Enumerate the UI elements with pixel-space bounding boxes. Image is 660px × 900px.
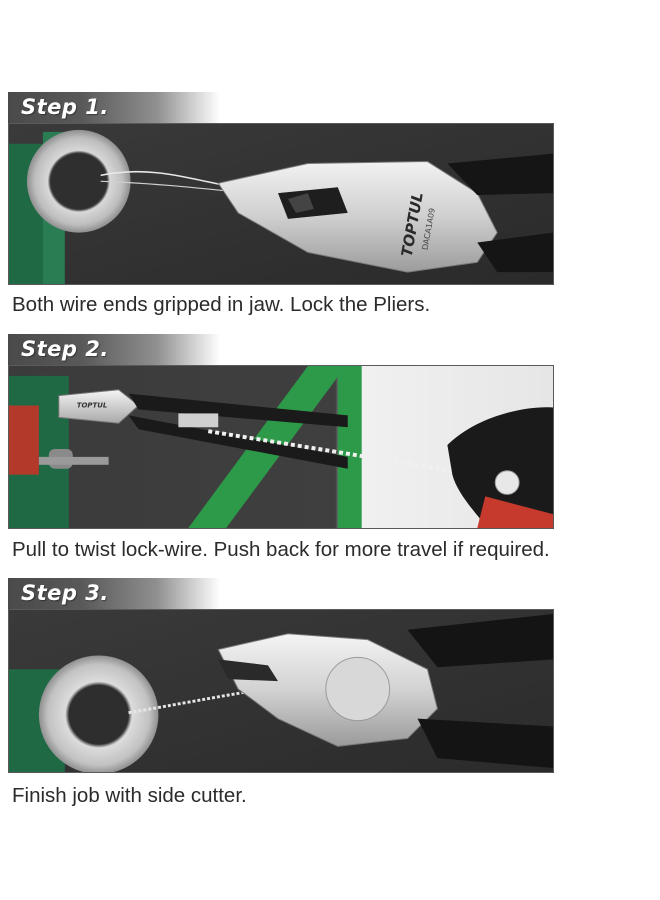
twisted-wire: [207, 429, 478, 477]
step-2-caption: Pull to twist lock-wire. Push back for m…: [12, 538, 550, 561]
step-3-illustration: [9, 610, 553, 772]
step-1-illustration: TOPTUL DACA1A09: [9, 124, 553, 284]
step-1: Step 1.: [8, 92, 554, 324]
step-2-label: Step 2.: [21, 337, 109, 361]
pliers-handle-top: [128, 393, 348, 428]
pliers-handle-bottom: [477, 232, 553, 273]
step-2-brand-text: TOPTUL: [77, 402, 108, 410]
step-1-photo: TOPTUL DACA1A09: [8, 123, 554, 285]
step-3: Step 3.: [8, 578, 554, 814]
step-2-illustration: TOPTUL: [9, 366, 553, 528]
step-1-caption: Both wire ends gripped in jaw. Lock the …: [12, 293, 431, 316]
step-2: Step 2.: [8, 334, 554, 566]
step-2-banner: Step 2.: [8, 334, 220, 367]
pliers-handle-bottom: [128, 415, 348, 469]
step-3-photo: [8, 609, 554, 773]
cutter-handle-top: [407, 613, 553, 668]
step-2-photo: TOPTUL: [8, 365, 554, 529]
pliers-handle-top: [447, 153, 553, 196]
pliers-head: [58, 389, 140, 424]
step-3-caption: Finish job with side cutter.: [12, 784, 247, 807]
cutter-handle-bottom: [417, 718, 553, 769]
step-3-banner: Step 3.: [8, 578, 220, 611]
gloved-hand: [447, 407, 553, 528]
step-1-label: Step 1.: [21, 95, 109, 119]
step-3-label: Step 3.: [21, 581, 109, 605]
step-1-banner: Step 1.: [8, 92, 220, 125]
